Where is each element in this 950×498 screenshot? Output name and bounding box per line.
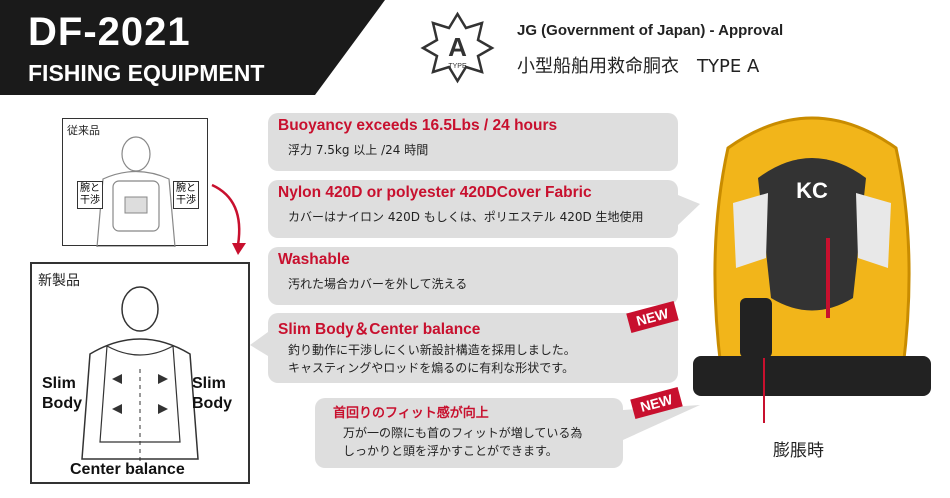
feature-sub-line: キャスティングやロッドを煽るのに有利な形状です。	[288, 361, 575, 375]
feature-sub: 浮力 7.5kg 以上 /24 時間	[288, 143, 429, 157]
arm-conflict-left: 腕と干渉	[77, 181, 103, 209]
badge-letter: A	[448, 32, 467, 62]
feature-title: 首回りのフィット感が向上	[333, 405, 489, 420]
feature-sub: 釣り動作に干渉しにくい新設計構造を採用しました。 キャスティングやロッドを煽るの…	[288, 341, 576, 377]
model-name: DF-2021	[28, 10, 191, 54]
jp-title: 小型船舶用救命胴衣 TYPE A	[517, 56, 760, 77]
feature-sub: 汚れた場合カバーを外して洗える	[288, 277, 468, 291]
center-balance-label: Center balance	[70, 461, 185, 478]
feature-box-2: Nylon 420D or polyester 420DCover Fabric…	[268, 180, 678, 238]
type-a-badge-icon: A TYPE	[420, 11, 495, 84]
feature-box-3: Washable 汚れた場合カバーを外して洗える	[268, 247, 678, 305]
old-panel-title: 従来品	[67, 124, 100, 137]
inflated-vest-image: KC	[693, 116, 931, 423]
inflated-caption: 膨脹時	[773, 441, 824, 461]
new-vest-figure-icon	[81, 286, 199, 464]
badge-sub: TYPE	[448, 63, 467, 70]
new-panel-title: 新製品	[38, 273, 80, 289]
feature-box-4: Slim Body＆Center balance 釣り動作に干渉しにくい新設計構…	[268, 313, 678, 383]
old-vest-figure-icon	[96, 136, 176, 247]
old-product-panel: 従来品 腕と干渉 腕と干渉	[62, 118, 208, 247]
feature-box-1: Buoyancy exceeds 16.5Lbs / 24 hours 浮力 7…	[268, 113, 678, 171]
feature-box-5: 首回りのフィット感が向上 万が一の際にも首のフィットが増している為 しっかりと頭…	[315, 398, 623, 468]
approval-text: JG (Government of Japan) - Approval	[517, 22, 784, 39]
feature-sub: 万が一の際にも首のフィットが増している為 しっかりと頭を浮かすことができます。	[343, 424, 582, 460]
feature-title: Slim Body＆Center balance	[278, 321, 481, 338]
feature-title: Buoyancy exceeds 16.5Lbs / 24 hours	[278, 117, 558, 134]
feature-title: Washable	[278, 251, 350, 268]
feature-sub: カバーはナイロン 420D もしくは、ポリエステル 420D 生地使用	[288, 210, 644, 224]
feature-sub-line: 釣り動作に干渉しにくい新設計構造を採用しました。	[288, 343, 576, 357]
feature-sub-line: しっかりと頭を浮かすことができます。	[343, 444, 558, 458]
feature-title: Nylon 420D or polyester 420DCover Fabric	[278, 184, 592, 201]
header-banner	[0, 0, 385, 95]
arm-conflict-right: 腕と干渉	[173, 181, 199, 209]
feature-sub-line: 万が一の際にも首のフィットが増している為	[343, 426, 583, 440]
category-label: FISHING EQUIPMENT	[28, 60, 265, 86]
svg-text:KC: KC	[796, 178, 828, 203]
